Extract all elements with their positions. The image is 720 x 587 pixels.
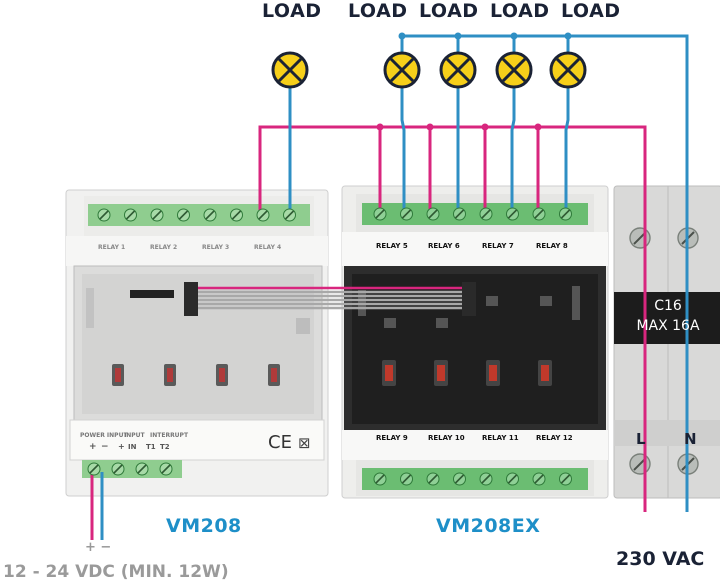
vm208-relay-1-label: RELAY 1: [98, 244, 126, 251]
magenta-junction-3: [481, 123, 489, 131]
lamp-return-wire-2: [400, 88, 406, 212]
lamp-cross-b-4: [501, 57, 527, 83]
vm208-bottom-slot-4: [161, 464, 171, 474]
blue-bus-wire: [402, 34, 689, 512]
lamp-cross-b-5: [555, 57, 581, 83]
ce-mark: CE: [268, 432, 292, 453]
magenta-junction-4: [534, 123, 542, 131]
dc-polarity: + −: [85, 540, 112, 555]
vm208ex-module: [341, 185, 609, 499]
vm208ex-top-slot-3: [428, 209, 438, 219]
load-label-4: LOAD: [490, 0, 550, 22]
vm208-bottom-slot-3: [137, 464, 147, 474]
vm208-relay-4-label: RELAY 4: [254, 244, 282, 251]
vm208ex-relay-8-label: RELAY 8: [536, 242, 568, 250]
blue-junction-4: [564, 32, 572, 40]
load-label-1: LOAD: [262, 0, 322, 22]
lamp-cross-b-3: [445, 57, 471, 83]
lamp-return-wire-5: [564, 88, 570, 212]
ribbon-connector-left: [184, 282, 198, 316]
vm208-bottom-slot-2: [113, 464, 123, 474]
vm208ex-relay-9-label: RELAY 9: [376, 434, 408, 442]
vm208-top-slot-4: [178, 210, 189, 220]
vm208ex-bottom-slot-1: [375, 474, 385, 484]
terminal-mark-in: IN: [128, 443, 137, 451]
vm208ex-top-slot-8: [560, 209, 571, 219]
vm208-top-slot-7: [258, 210, 268, 220]
breaker-rating-bottom: MAX 16A: [636, 318, 700, 334]
ribbon-connector-right: [462, 282, 476, 316]
interrupt-label: INTERRUPT: [150, 432, 189, 439]
lamp-return-wire-4: [510, 88, 516, 212]
load-label-5: LOAD: [561, 0, 621, 22]
vm208ex-top-slot-1: [375, 209, 385, 219]
vm208-relay-3-label: RELAY 3: [202, 244, 230, 251]
terminal-mark-t2: T2: [160, 443, 170, 451]
vm208ex-bottom-slot-3: [428, 474, 438, 484]
vm208ex-bottom-slot-7: [534, 474, 544, 484]
vm208-top-slot-2: [125, 210, 136, 220]
vm208ex-top-slot-2: [401, 209, 412, 219]
wire-layer: [90, 32, 689, 540]
vm208ex-bottom-slot-6: [507, 474, 518, 484]
vm208-top-slot-3: [152, 210, 162, 220]
magenta-junction-1: [376, 123, 384, 131]
terminal-mark-in-plus: +: [118, 442, 125, 451]
vm208-name: VM208: [166, 515, 242, 537]
vm208-top-slot-8: [284, 210, 295, 220]
lamp-cross-b-2: [389, 57, 415, 83]
vm208ex-name: VM208EX: [436, 515, 541, 537]
vm208ex-bottom-slot-2: [401, 474, 412, 484]
vm208-bottom-slot-1: [89, 464, 99, 474]
vm208ex-bottom-slot-4: [454, 474, 465, 484]
lamp-cross-b-1: [277, 57, 303, 83]
vm208-top-slot-5: [205, 210, 215, 220]
terminal-mark-plus: +: [89, 442, 97, 452]
blue-junction-2: [454, 32, 462, 40]
vm208ex-relay-5-label: RELAY 5: [376, 242, 408, 250]
load-label-2: LOAD: [348, 0, 408, 22]
load-label-3: LOAD: [419, 0, 479, 22]
vm208ex-top-slot-7: [534, 209, 544, 219]
vm208ex-relay-7-label: RELAY 7: [482, 242, 514, 250]
vm208ex-relay-11-label: RELAY 11: [482, 434, 519, 442]
terminal-mark-t1: T1: [146, 443, 156, 451]
vm208-top-slot-1: [99, 210, 109, 220]
magenta-junction-2: [426, 123, 434, 131]
supply-230vac: 230 VAC: [616, 548, 705, 570]
input-label: INPUT: [124, 432, 145, 439]
vm208ex-relay-12-label: RELAY 12: [536, 434, 573, 442]
vm208ex-top-slot-6: [507, 209, 518, 219]
breaker-neutral-label: N: [684, 430, 697, 448]
ribbon-cable: [184, 282, 476, 316]
vm208ex-relay-10-label: RELAY 10: [428, 434, 465, 442]
vm208-top-slot-6: [231, 210, 242, 220]
vm208-relay-2-label: RELAY 2: [150, 244, 178, 251]
blue-junction-3: [510, 32, 518, 40]
lamps: [271, 51, 587, 89]
breaker-line-label: L: [636, 430, 646, 448]
circuit-breaker: [613, 185, 720, 499]
terminal-mark-minus: −: [101, 442, 109, 452]
dc-supply-label: 12 - 24 VDC (MIN. 12W): [3, 562, 229, 582]
vm208ex-bottom-slot-5: [481, 474, 491, 484]
vm208ex-top-slot-4: [454, 209, 465, 219]
weee-bin-icon: ⊠: [298, 434, 311, 452]
blue-junction-1: [398, 32, 406, 40]
magenta-bus-wire: [258, 125, 647, 512]
breaker-rating-top: C16: [654, 298, 682, 314]
terminal-blocks: [87, 207, 572, 486]
vm208ex-relay-6-label: RELAY 6: [428, 242, 460, 250]
power-input-label: POWER INPUT: [80, 432, 128, 439]
vm208ex-bottom-slot-8: [560, 474, 571, 484]
vm208ex-top-slot-5: [481, 209, 491, 219]
